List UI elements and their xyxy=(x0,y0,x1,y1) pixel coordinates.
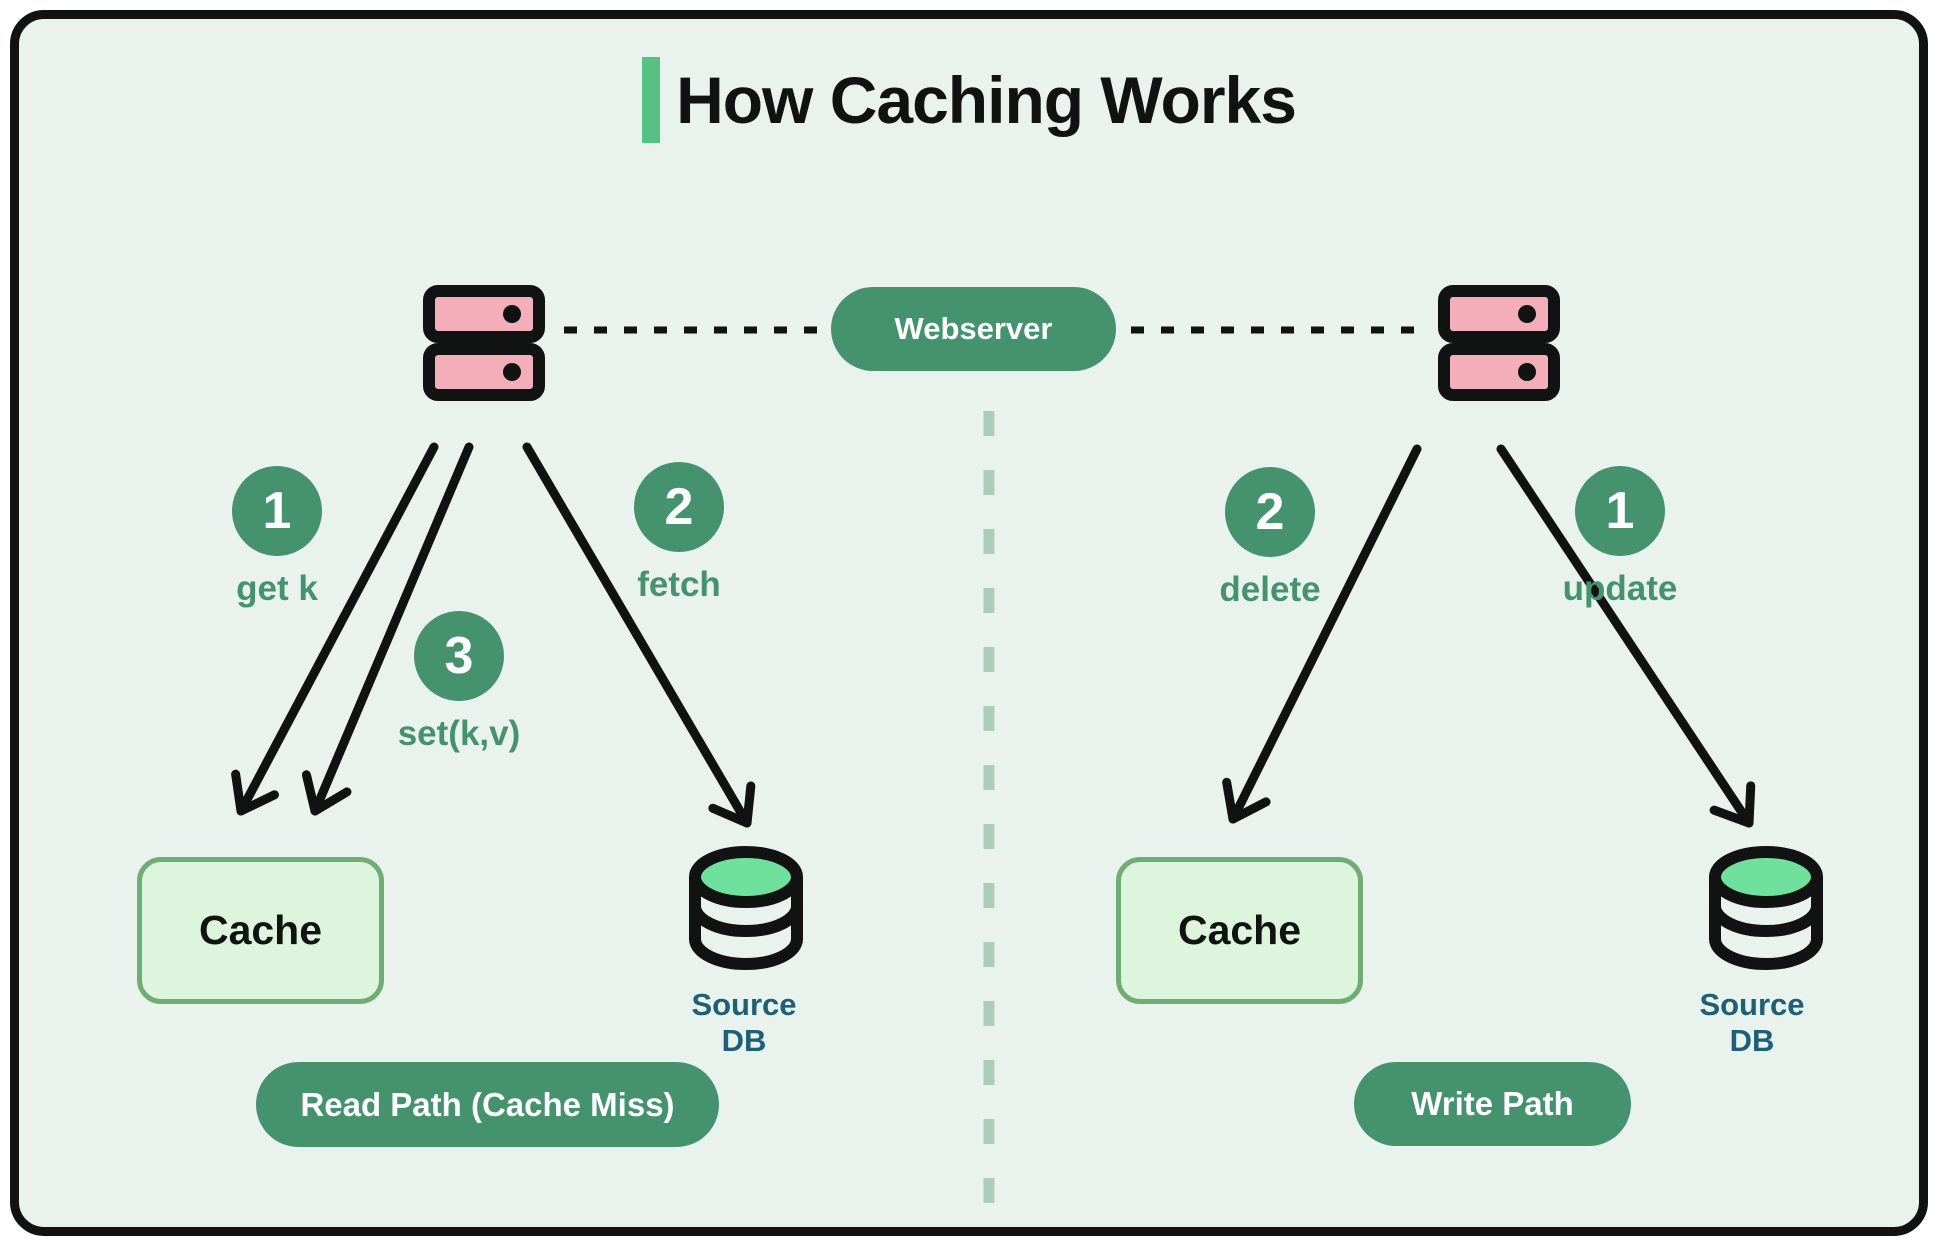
title-row: How Caching Works xyxy=(19,57,1919,143)
arrow-fetch xyxy=(522,442,756,828)
diagram-canvas: How Caching Works xyxy=(10,10,1928,1236)
step-number: 1 xyxy=(262,482,292,540)
step-label-delete: delete xyxy=(1219,570,1321,609)
source-db-label-read: Source DB xyxy=(634,987,854,1059)
title-accent-bar xyxy=(642,57,661,143)
step-label-set-kv: set(k,v) xyxy=(397,714,521,753)
page-title: How Caching Works xyxy=(676,63,1297,137)
read-path-badge: Read Path (Cache Miss) xyxy=(256,1062,719,1147)
arrow-update xyxy=(1496,444,1756,828)
cache-label: Cache xyxy=(1177,907,1302,953)
step-circle-read-3: 3 xyxy=(414,611,504,701)
arrow-set-kv xyxy=(301,442,474,816)
step-number: 1 xyxy=(1605,482,1635,540)
step-circle-read-2: 2 xyxy=(634,462,724,552)
write-path-badge-label: Write Path xyxy=(1411,1085,1574,1122)
cache-label: Cache xyxy=(198,907,323,953)
diagram-graphics xyxy=(231,285,1823,1215)
step-label-get-k: get k xyxy=(236,569,318,608)
server-icon-left xyxy=(423,285,545,401)
source-db-line1: Source xyxy=(1699,987,1805,1022)
source-db-line2: DB xyxy=(721,1023,767,1058)
step-circle-write-2: 2 xyxy=(1225,467,1315,557)
step-label-fetch: fetch xyxy=(637,565,721,604)
write-path-badge: Write Path xyxy=(1354,1062,1631,1146)
step-circle-read-1: 1 xyxy=(232,466,322,556)
read-path-badge-label: Read Path (Cache Miss) xyxy=(300,1085,675,1123)
database-icon-right xyxy=(1709,846,1823,970)
step-number: 2 xyxy=(1255,483,1285,541)
server-icon-right xyxy=(1438,285,1560,401)
source-db-label-write: Source DB xyxy=(1642,987,1862,1059)
arrow-delete xyxy=(1222,444,1422,824)
database-icon-left xyxy=(689,846,803,970)
cache-node-read: Cache xyxy=(137,857,384,1004)
step-circle-write-1: 1 xyxy=(1575,466,1665,556)
step-number: 3 xyxy=(444,627,474,685)
source-db-line1: Source xyxy=(691,987,797,1022)
arrow-get-k xyxy=(231,442,439,816)
step-number: 2 xyxy=(664,478,694,536)
cache-node-write: Cache xyxy=(1116,857,1363,1004)
webserver-node: Webserver xyxy=(831,287,1116,371)
webserver-label: Webserver xyxy=(894,311,1053,346)
source-db-line2: DB xyxy=(1729,1023,1775,1058)
step-label-update: update xyxy=(1562,569,1678,608)
